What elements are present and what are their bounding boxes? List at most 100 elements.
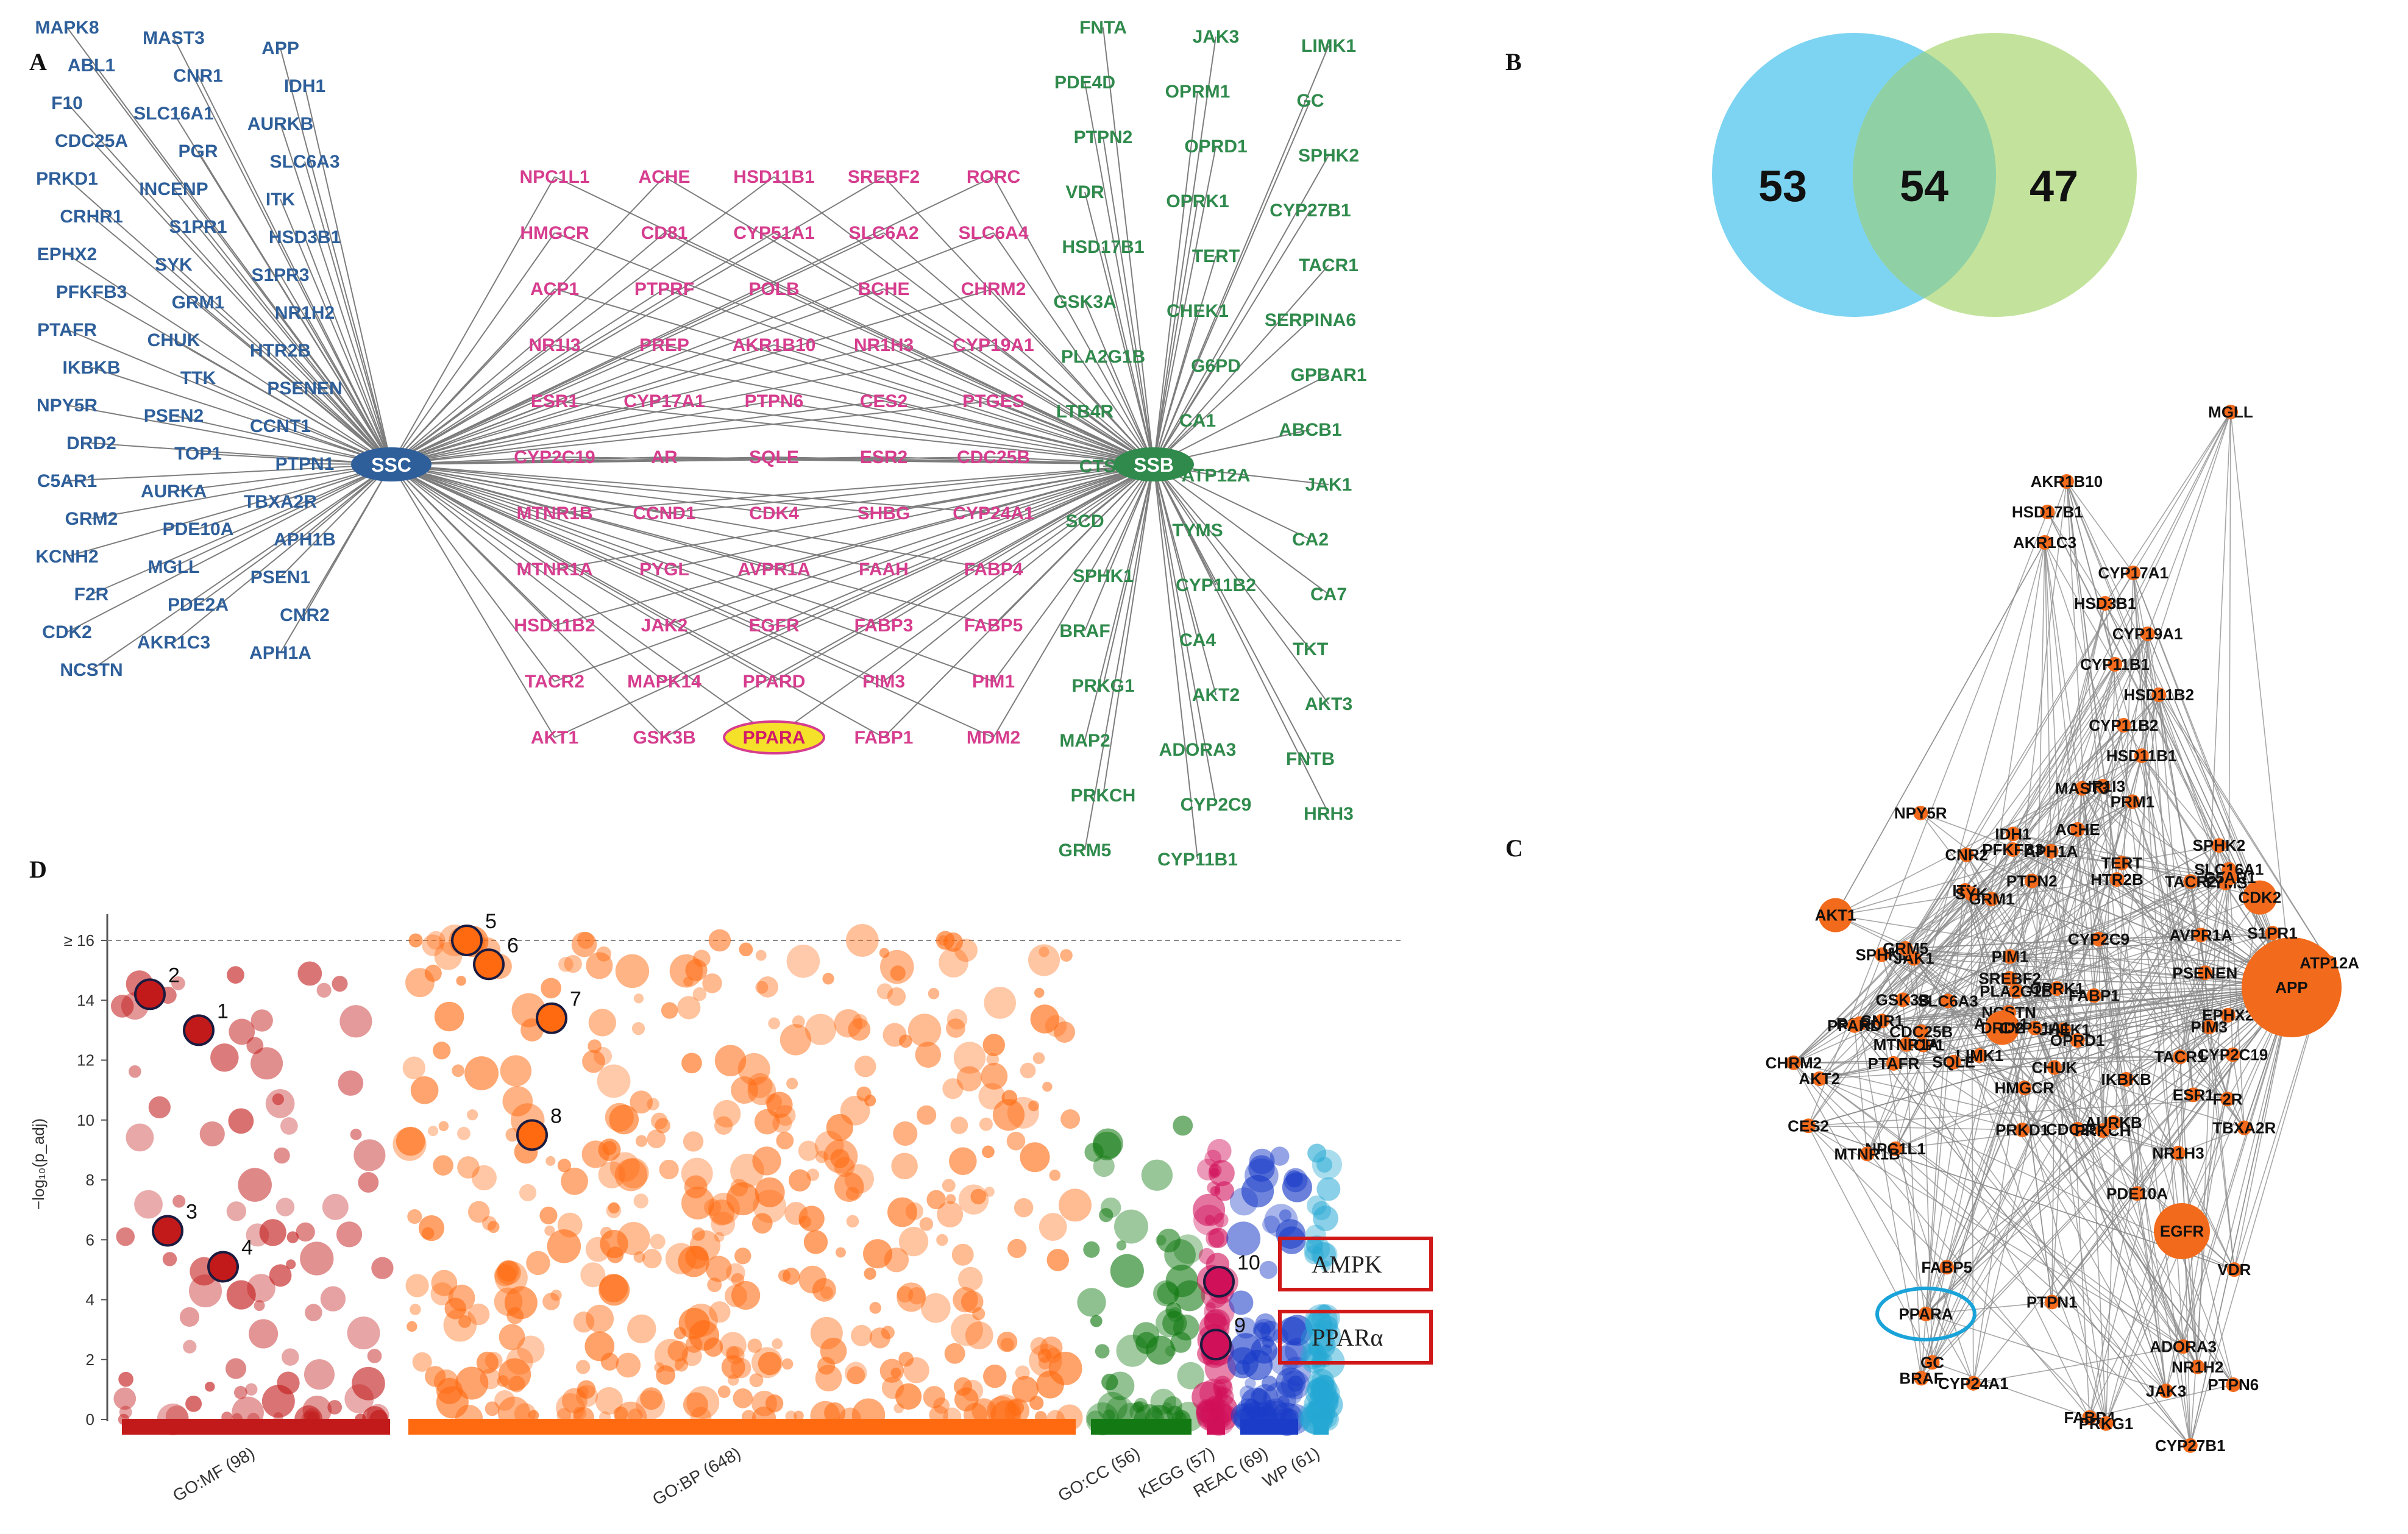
node-gc[interactable] <box>1925 1355 1940 1370</box>
gene-ar[interactable]: AR <box>651 447 678 467</box>
gene-ptpn6[interactable]: PTPN6 <box>745 391 804 411</box>
highlighted-term-6[interactable] <box>473 948 505 981</box>
node-esr1[interactable] <box>2186 1087 2201 1103</box>
node-grm1[interactable] <box>1984 892 1999 907</box>
term-point-go-bp-648[interactable] <box>915 1042 942 1068</box>
term-point-go-mf-98[interactable] <box>259 1219 286 1246</box>
gene-ccnt1[interactable]: CCNT1 <box>250 416 311 436</box>
term-point-go-bp-648[interactable] <box>834 1172 864 1202</box>
node-hsd17b1[interactable] <box>2040 505 2055 519</box>
term-point-reac-69[interactable] <box>1277 1226 1306 1254</box>
term-point-go-mf-98[interactable] <box>371 1257 394 1279</box>
gene-ikbkb[interactable]: IKBKB <box>63 358 121 378</box>
term-point-go-mf-98[interactable] <box>183 1340 197 1354</box>
term-point-go-bp-648[interactable] <box>1039 946 1050 957</box>
gene-ptprf[interactable]: PTPRF <box>634 279 694 299</box>
term-point-go-bp-648[interactable] <box>956 1066 982 1092</box>
gene-ca2[interactable]: CA2 <box>1292 530 1329 550</box>
term-point-go-bp-648[interactable] <box>438 1121 449 1132</box>
term-point-go-bp-648[interactable] <box>864 1267 876 1280</box>
term-point-go-cc-56[interactable] <box>1100 1197 1121 1218</box>
term-point-go-bp-648[interactable] <box>757 976 778 998</box>
gene-aph1b[interactable]: APH1B <box>274 530 336 550</box>
term-point-go-bp-648[interactable] <box>917 1105 937 1125</box>
gene-s1pr3[interactable]: S1PR3 <box>251 265 309 285</box>
term-point-wp-61[interactable] <box>1309 1319 1341 1352</box>
term-point-go-mf-98[interactable] <box>350 1128 362 1140</box>
node-limk1[interactable] <box>1972 1048 1987 1064</box>
term-point-go-mf-98[interactable] <box>300 1241 334 1276</box>
term-point-go-bp-648[interactable] <box>681 1157 713 1190</box>
term-point-go-mf-98[interactable] <box>205 1382 215 1392</box>
term-point-go-bp-648[interactable] <box>887 987 906 1006</box>
term-point-go-mf-98[interactable] <box>304 1359 335 1390</box>
highlighted-term-2[interactable] <box>134 978 166 1010</box>
node-cyp19a1[interactable] <box>2140 627 2155 641</box>
term-point-go-cc-56[interactable] <box>1093 1155 1115 1177</box>
term-point-go-bp-648[interactable] <box>1030 1004 1059 1034</box>
term-point-go-mf-98[interactable] <box>297 961 322 986</box>
gene-tacr1[interactable]: TACR1 <box>1299 255 1358 275</box>
term-point-go-bp-648[interactable] <box>584 1331 615 1362</box>
node-mtnr1b[interactable] <box>1859 1146 1875 1162</box>
term-point-go-mf-98[interactable] <box>185 1395 202 1412</box>
term-point-go-bp-648[interactable] <box>751 1390 777 1416</box>
gene-polb[interactable]: POLB <box>748 279 799 299</box>
term-point-go-bp-648[interactable] <box>834 1009 863 1038</box>
gene-ttk[interactable]: TTK <box>180 368 216 388</box>
term-point-go-bp-648[interactable] <box>726 1182 759 1216</box>
term-point-wp-61[interactable] <box>1316 1407 1330 1420</box>
node-fabp1[interactable] <box>2086 988 2101 1003</box>
gene-ccnd1[interactable]: CCND1 <box>633 503 695 524</box>
term-point-go-bp-648[interactable] <box>519 1184 537 1202</box>
term-point-go-bp-648[interactable] <box>961 1290 984 1313</box>
term-point-go-bp-648[interactable] <box>823 1139 858 1174</box>
term-point-go-bp-648[interactable] <box>731 1076 759 1104</box>
term-point-go-bp-648[interactable] <box>937 1201 964 1228</box>
gene-esr1[interactable]: ESR1 <box>531 391 578 411</box>
term-point-go-bp-648[interactable] <box>958 1266 983 1292</box>
term-point-go-cc-56[interactable] <box>1168 1307 1183 1323</box>
gene-ptges[interactable]: PTGES <box>962 391 1025 411</box>
node-npy5r[interactable] <box>1913 806 1928 821</box>
term-point-go-mf-98[interactable] <box>352 1366 385 1401</box>
term-point-go-mf-98[interactable] <box>234 1386 247 1399</box>
term-point-go-cc-56[interactable] <box>1162 1311 1187 1336</box>
term-point-go-bp-648[interactable] <box>597 1064 631 1098</box>
term-point-go-bp-648[interactable] <box>422 1227 435 1240</box>
term-point-go-mf-98[interactable] <box>327 1400 343 1415</box>
gene-acp1[interactable]: ACP1 <box>530 279 579 299</box>
gene-gsk3b[interactable]: GSK3B <box>633 728 695 748</box>
node-aurkb[interactable] <box>2106 1115 2121 1130</box>
term-point-go-bp-648[interactable] <box>734 1248 751 1265</box>
node-cdk2[interactable] <box>2242 880 2277 915</box>
term-point-go-bp-648[interactable] <box>1007 1238 1027 1259</box>
node-hsd3b1[interactable] <box>2097 596 2112 611</box>
term-point-reac-69[interactable] <box>1226 1221 1261 1256</box>
gene-cyp2c19[interactable]: CYP2C19 <box>514 447 595 467</box>
term-point-reac-69[interactable] <box>1245 1377 1256 1389</box>
term-point-reac-69[interactable] <box>1252 1384 1278 1410</box>
node-htr2b[interactable] <box>2109 872 2125 887</box>
term-point-wp-61[interactable] <box>1305 1377 1337 1408</box>
gene-akt3[interactable]: AKT3 <box>1305 694 1352 714</box>
gene-slc6a3[interactable]: SLC6A3 <box>269 152 339 172</box>
node-tacr1[interactable] <box>2173 1049 2188 1065</box>
gene-nr1h2[interactable]: NR1H2 <box>275 303 335 323</box>
gene-npc1l1[interactable]: NPC1L1 <box>519 167 589 187</box>
term-point-go-bp-648[interactable] <box>814 1131 844 1160</box>
node-nr1i3[interactable] <box>2095 779 2111 794</box>
term-point-go-mf-98[interactable] <box>272 1093 285 1106</box>
gene-chrm2[interactable]: CHRM2 <box>961 279 1026 299</box>
node-prkd1[interactable] <box>2015 1122 2030 1137</box>
term-point-reac-69[interactable] <box>1241 1174 1274 1208</box>
term-point-go-bp-648[interactable] <box>951 1243 974 1266</box>
term-point-go-bp-648[interactable] <box>588 1009 616 1037</box>
term-point-go-bp-648[interactable] <box>526 1251 550 1276</box>
term-point-go-bp-648[interactable] <box>615 954 650 989</box>
gene-hsd3b1[interactable]: HSD3B1 <box>269 227 341 247</box>
term-point-go-bp-648[interactable] <box>573 1311 595 1333</box>
gene-gsk3a[interactable]: GSK3A <box>1053 292 1116 312</box>
gene-s1pr1[interactable]: S1PR1 <box>169 217 227 237</box>
term-point-go-bp-648[interactable] <box>1028 944 1060 976</box>
